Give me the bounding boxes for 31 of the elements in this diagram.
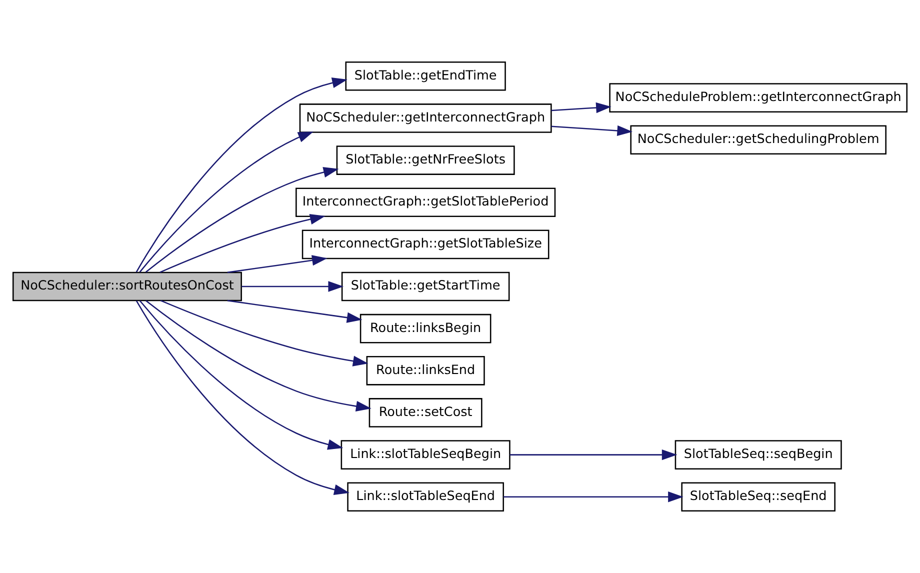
arrow: [227, 300, 362, 323]
node-box: NoCScheduler::getSchedulingProblem: [630, 125, 886, 155]
arrow: [242, 281, 344, 292]
arrow: [160, 214, 326, 273]
arrow: [551, 125, 633, 136]
arrow: [160, 300, 368, 366]
arrow: [145, 300, 372, 412]
arrow: [139, 300, 344, 450]
node-box: NoCScheduler::getInterconnectGraph: [299, 104, 552, 133]
arrow: [145, 167, 339, 273]
arrow: [510, 449, 678, 460]
arrow: [139, 132, 314, 273]
node-box: SlotTable::getEndTime: [345, 61, 506, 91]
arrow: [551, 102, 612, 114]
arrow: [136, 78, 348, 272]
arrow: [227, 255, 328, 274]
node-box: SlotTable::getNrFreeSlots: [336, 146, 515, 175]
node-box: Link::slotTableSeqBegin: [340, 440, 510, 470]
node-box: NoCScheduleProblem::getInterconnectGraph: [609, 83, 908, 112]
node-box: Link::slotTableSeqEnd: [347, 482, 504, 512]
node-box: SlotTableSeq::seqBegin: [674, 440, 842, 470]
arrow: [503, 492, 684, 502]
node-box: SlotTableSeq::seqEnd: [681, 482, 836, 512]
node-box: Route::setCost: [368, 398, 482, 428]
node-box: SlotTable::getStartTime: [341, 272, 510, 302]
node-box: Route::linksBegin: [360, 314, 492, 344]
node-box: Route::linksEnd: [366, 356, 485, 386]
arrow: [136, 300, 350, 495]
node-box: NoCScheduler::sortRoutesOnCost: [12, 272, 242, 302]
node-box: InterconnectGraph::getSlotTableSize: [302, 230, 550, 260]
node-box: InterconnectGraph::getSlotTablePeriod: [296, 188, 556, 218]
